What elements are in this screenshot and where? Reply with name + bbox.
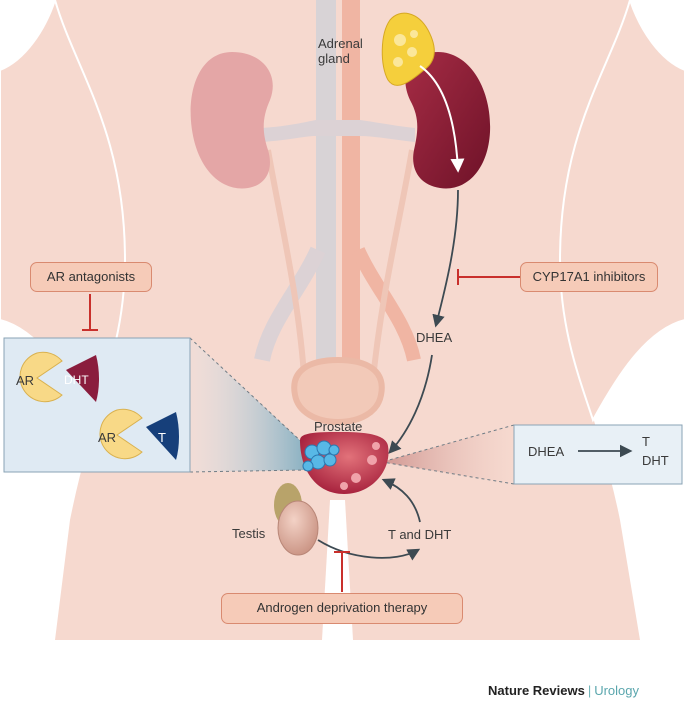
adrenal-to-kidney-arrow <box>419 65 465 173</box>
right-kidney <box>405 52 491 189</box>
publisher-name: Nature Reviews <box>488 683 585 698</box>
dhea-label: DHEA <box>416 330 453 345</box>
aorta <box>342 0 360 360</box>
dhea-pathway-arrow <box>432 189 459 328</box>
androgen-receptor-2 <box>99 408 143 460</box>
testis-output-arrow <box>317 539 421 561</box>
renal-vessels <box>262 120 415 142</box>
cyp17a1-inhibitors-box: CYP17A1 inhibitors <box>520 262 658 292</box>
iliac-left <box>254 246 326 362</box>
prostate-nodule <box>340 482 348 490</box>
inset-t-label: T <box>642 434 650 449</box>
androgen-receptor-1 <box>19 351 63 403</box>
brand-separator: | <box>587 683 592 698</box>
prostate-nodule <box>367 455 377 465</box>
adrenal-cell <box>407 47 417 57</box>
journal-branding: Nature Reviews|Urology <box>488 683 639 698</box>
inhibition-markers <box>82 269 520 592</box>
t-dht-to-prostate-arrow <box>381 478 421 523</box>
bladder <box>291 356 385 426</box>
inset-dhea-label: DHEA <box>528 444 565 459</box>
dht-ligand-label: DHT <box>64 373 89 387</box>
adrenal-label-line1: Adrenal <box>318 36 363 51</box>
funnel-edge <box>189 469 306 473</box>
ar-label-1: AR <box>16 373 35 388</box>
adrenal-cell <box>393 57 403 67</box>
adrenal-label-line2: gland <box>318 51 350 66</box>
right-arm <box>558 0 685 423</box>
prostate-label: Prostate <box>314 419 363 434</box>
t-and-dht-label: T and DHT <box>388 527 452 542</box>
dht-ligand-shape <box>66 355 99 402</box>
testis-label: Testis <box>232 526 266 541</box>
testis <box>277 500 319 556</box>
dhea-to-prostate-arrow <box>388 354 433 454</box>
conversion-panel <box>513 424 683 485</box>
ureter-left <box>265 149 308 391</box>
androgen-deprivation-box: Androgen deprivation therapy <box>221 593 463 624</box>
left-kidney <box>190 52 273 189</box>
zoom-funnel-left <box>190 338 305 472</box>
prostate-nodule <box>372 442 380 450</box>
zoom-funnel-right <box>382 425 514 484</box>
ar-label-2: AR <box>98 430 117 445</box>
funnel-edge <box>189 337 306 446</box>
t-ligand-shape <box>146 412 179 460</box>
ar-antagonists-box: AR antagonists <box>30 262 152 292</box>
prostate-nodule <box>351 473 361 483</box>
ureter-right <box>369 149 415 391</box>
inset-dht-label: DHT <box>642 453 669 468</box>
t-ligand-label: T <box>158 430 166 445</box>
adrenal-cell <box>394 34 406 46</box>
adrenal-cell <box>410 30 418 38</box>
vena-cava <box>316 0 336 360</box>
funnel-edge <box>381 461 515 485</box>
iliac-right <box>351 247 421 362</box>
funnel-edge <box>381 424 515 463</box>
tumor-cells <box>302 440 340 472</box>
adrenal-gland-label: Adrenal gland <box>318 36 363 66</box>
journal-name: Urology <box>594 683 640 698</box>
